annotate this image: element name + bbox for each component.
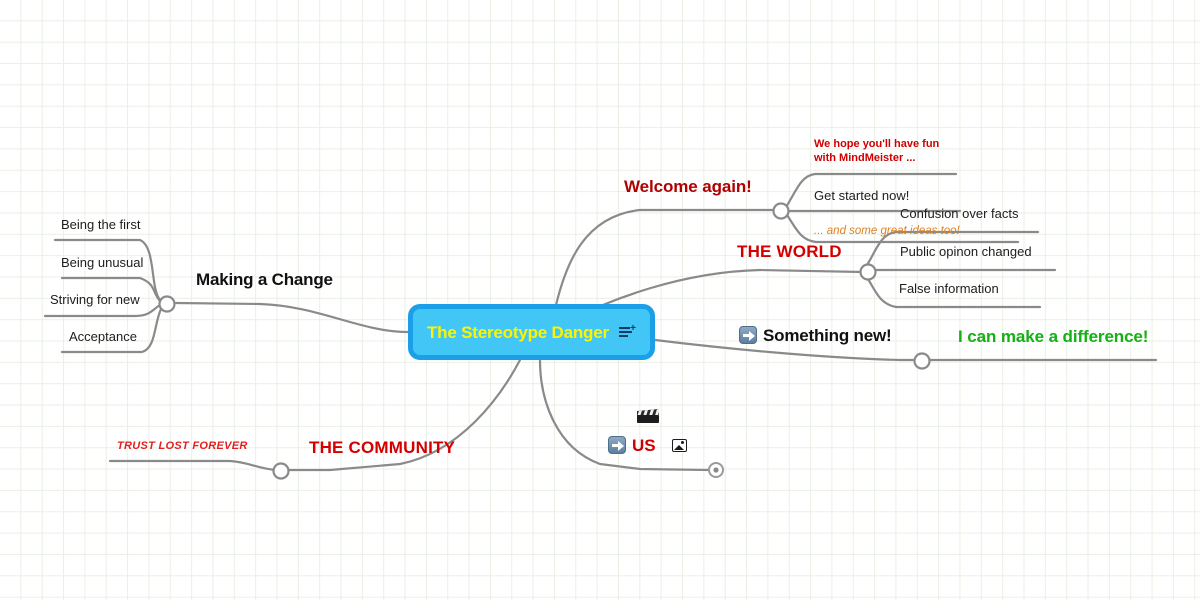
node-something-new[interactable]: Something new! — [739, 325, 892, 345]
node-acceptance[interactable]: Acceptance — [69, 329, 137, 344]
junction-the-community — [272, 462, 290, 480]
image-attachment-icon[interactable] — [671, 438, 687, 452]
central-node-label: The Stereotype Danger — [427, 322, 609, 342]
junction-welcome — [772, 202, 790, 220]
node-get-started-now[interactable]: Get started now! — [814, 188, 910, 203]
node-being-unusual[interactable]: Being unusual — [61, 255, 144, 270]
node-the-world[interactable]: THE WORLD — [737, 242, 842, 261]
node-trust-lost-forever[interactable]: TRUST LOST FOREVER — [117, 440, 248, 452]
junction-something-new — [913, 352, 931, 370]
arrow-right-icon[interactable] — [739, 326, 757, 344]
node-false-information[interactable]: False information — [899, 281, 999, 296]
node-us-label: US — [632, 435, 656, 455]
node-something-new-label: Something new! — [763, 325, 892, 345]
central-node[interactable]: The Stereotype Danger + — [408, 304, 655, 360]
junction-making-a-change — [158, 295, 176, 313]
node-welcome-again[interactable]: Welcome again! — [624, 177, 752, 196]
node-the-community[interactable]: THE COMMUNITY — [309, 438, 456, 457]
film-clapper-icon[interactable] — [637, 409, 659, 423]
node-public-opinion-changed[interactable]: Public opinon changed — [900, 244, 1032, 259]
arrow-right-icon[interactable] — [608, 436, 626, 454]
collapsed-node-indicator — [708, 462, 724, 478]
node-us[interactable]: US — [608, 436, 687, 454]
node-making-a-change[interactable]: Making a Change — [196, 270, 333, 289]
node-confusion-over-facts[interactable]: Confusion over facts — [900, 206, 1019, 221]
node-some-great-ideas-too[interactable]: ... and some great ideas too! — [814, 225, 960, 237]
node-being-the-first[interactable]: Being the first — [61, 217, 141, 232]
node-i-can-make-a-difference[interactable]: I can make a difference! — [958, 327, 1149, 346]
note-add-icon[interactable]: + — [619, 323, 636, 340]
node-we-hope-mindmeister[interactable]: We hope you'll have fun with MindMeister… — [814, 138, 940, 164]
node-striving-for-new[interactable]: Striving for new — [50, 292, 140, 307]
junction-the-world — [859, 263, 877, 281]
